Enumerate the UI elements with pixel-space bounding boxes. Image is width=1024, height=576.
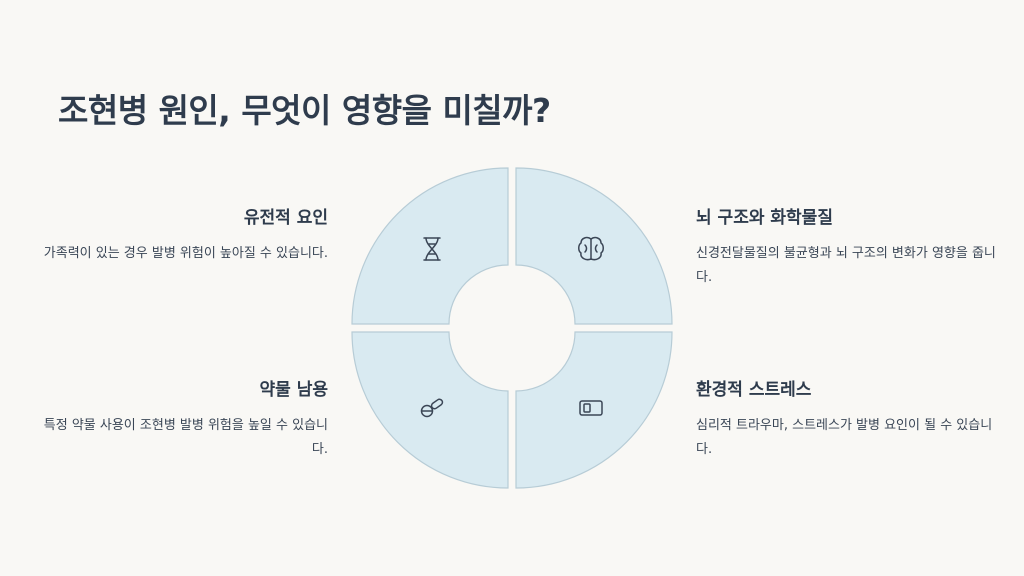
cause-drug-heading: 약물 남용 (259, 380, 328, 400)
dna-icon (423, 237, 441, 261)
cause-stress: 환경적 스트레스 심리적 트라우마, 스트레스가 발병 요인이 될 수 있습니다… (696, 375, 996, 462)
ring-segment-top-right (515, 167, 673, 325)
brain-icon (578, 236, 604, 261)
pills-icon (420, 398, 444, 418)
page-title: 조현병 원인, 무엇이 영향을 미칠까? (58, 91, 551, 130)
cause-drug: 약물 남용 특정 약물 사용이 조현병 발병 위험을 높일 수 있습니다. (28, 375, 328, 462)
ring-segment-bottom-right (515, 331, 673, 489)
cause-genetic-heading: 유전적 요인 (243, 208, 328, 228)
cause-brain-heading: 뇌 구조와 화학물질 (696, 208, 833, 228)
cause-stress-description: 심리적 트라우마, 스트레스가 발병 요인이 될 수 있습니다. (696, 418, 993, 457)
cause-genetic-description: 가족력이 있는 경우 발병 위험이 높아질 수 있습니다. (43, 246, 328, 261)
wallet-icon (579, 400, 603, 416)
cause-genetic: 유전적 요인 가족력이 있는 경우 발병 위험이 높아질 수 있습니다. (28, 203, 328, 266)
cause-brain: 뇌 구조와 화학물질 신경전달물질의 불균형과 뇌 구조의 변화가 영향을 줍니… (696, 203, 996, 290)
cause-brain-description: 신경전달물질의 불균형과 뇌 구조의 변화가 영향을 줍니다. (696, 246, 996, 285)
cause-drug-description: 특정 약물 사용이 조현병 발병 위험을 높일 수 있습니다. (43, 418, 328, 457)
cause-stress-heading: 환경적 스트레스 (696, 380, 812, 400)
ring-segment-bottom-left (351, 331, 509, 489)
